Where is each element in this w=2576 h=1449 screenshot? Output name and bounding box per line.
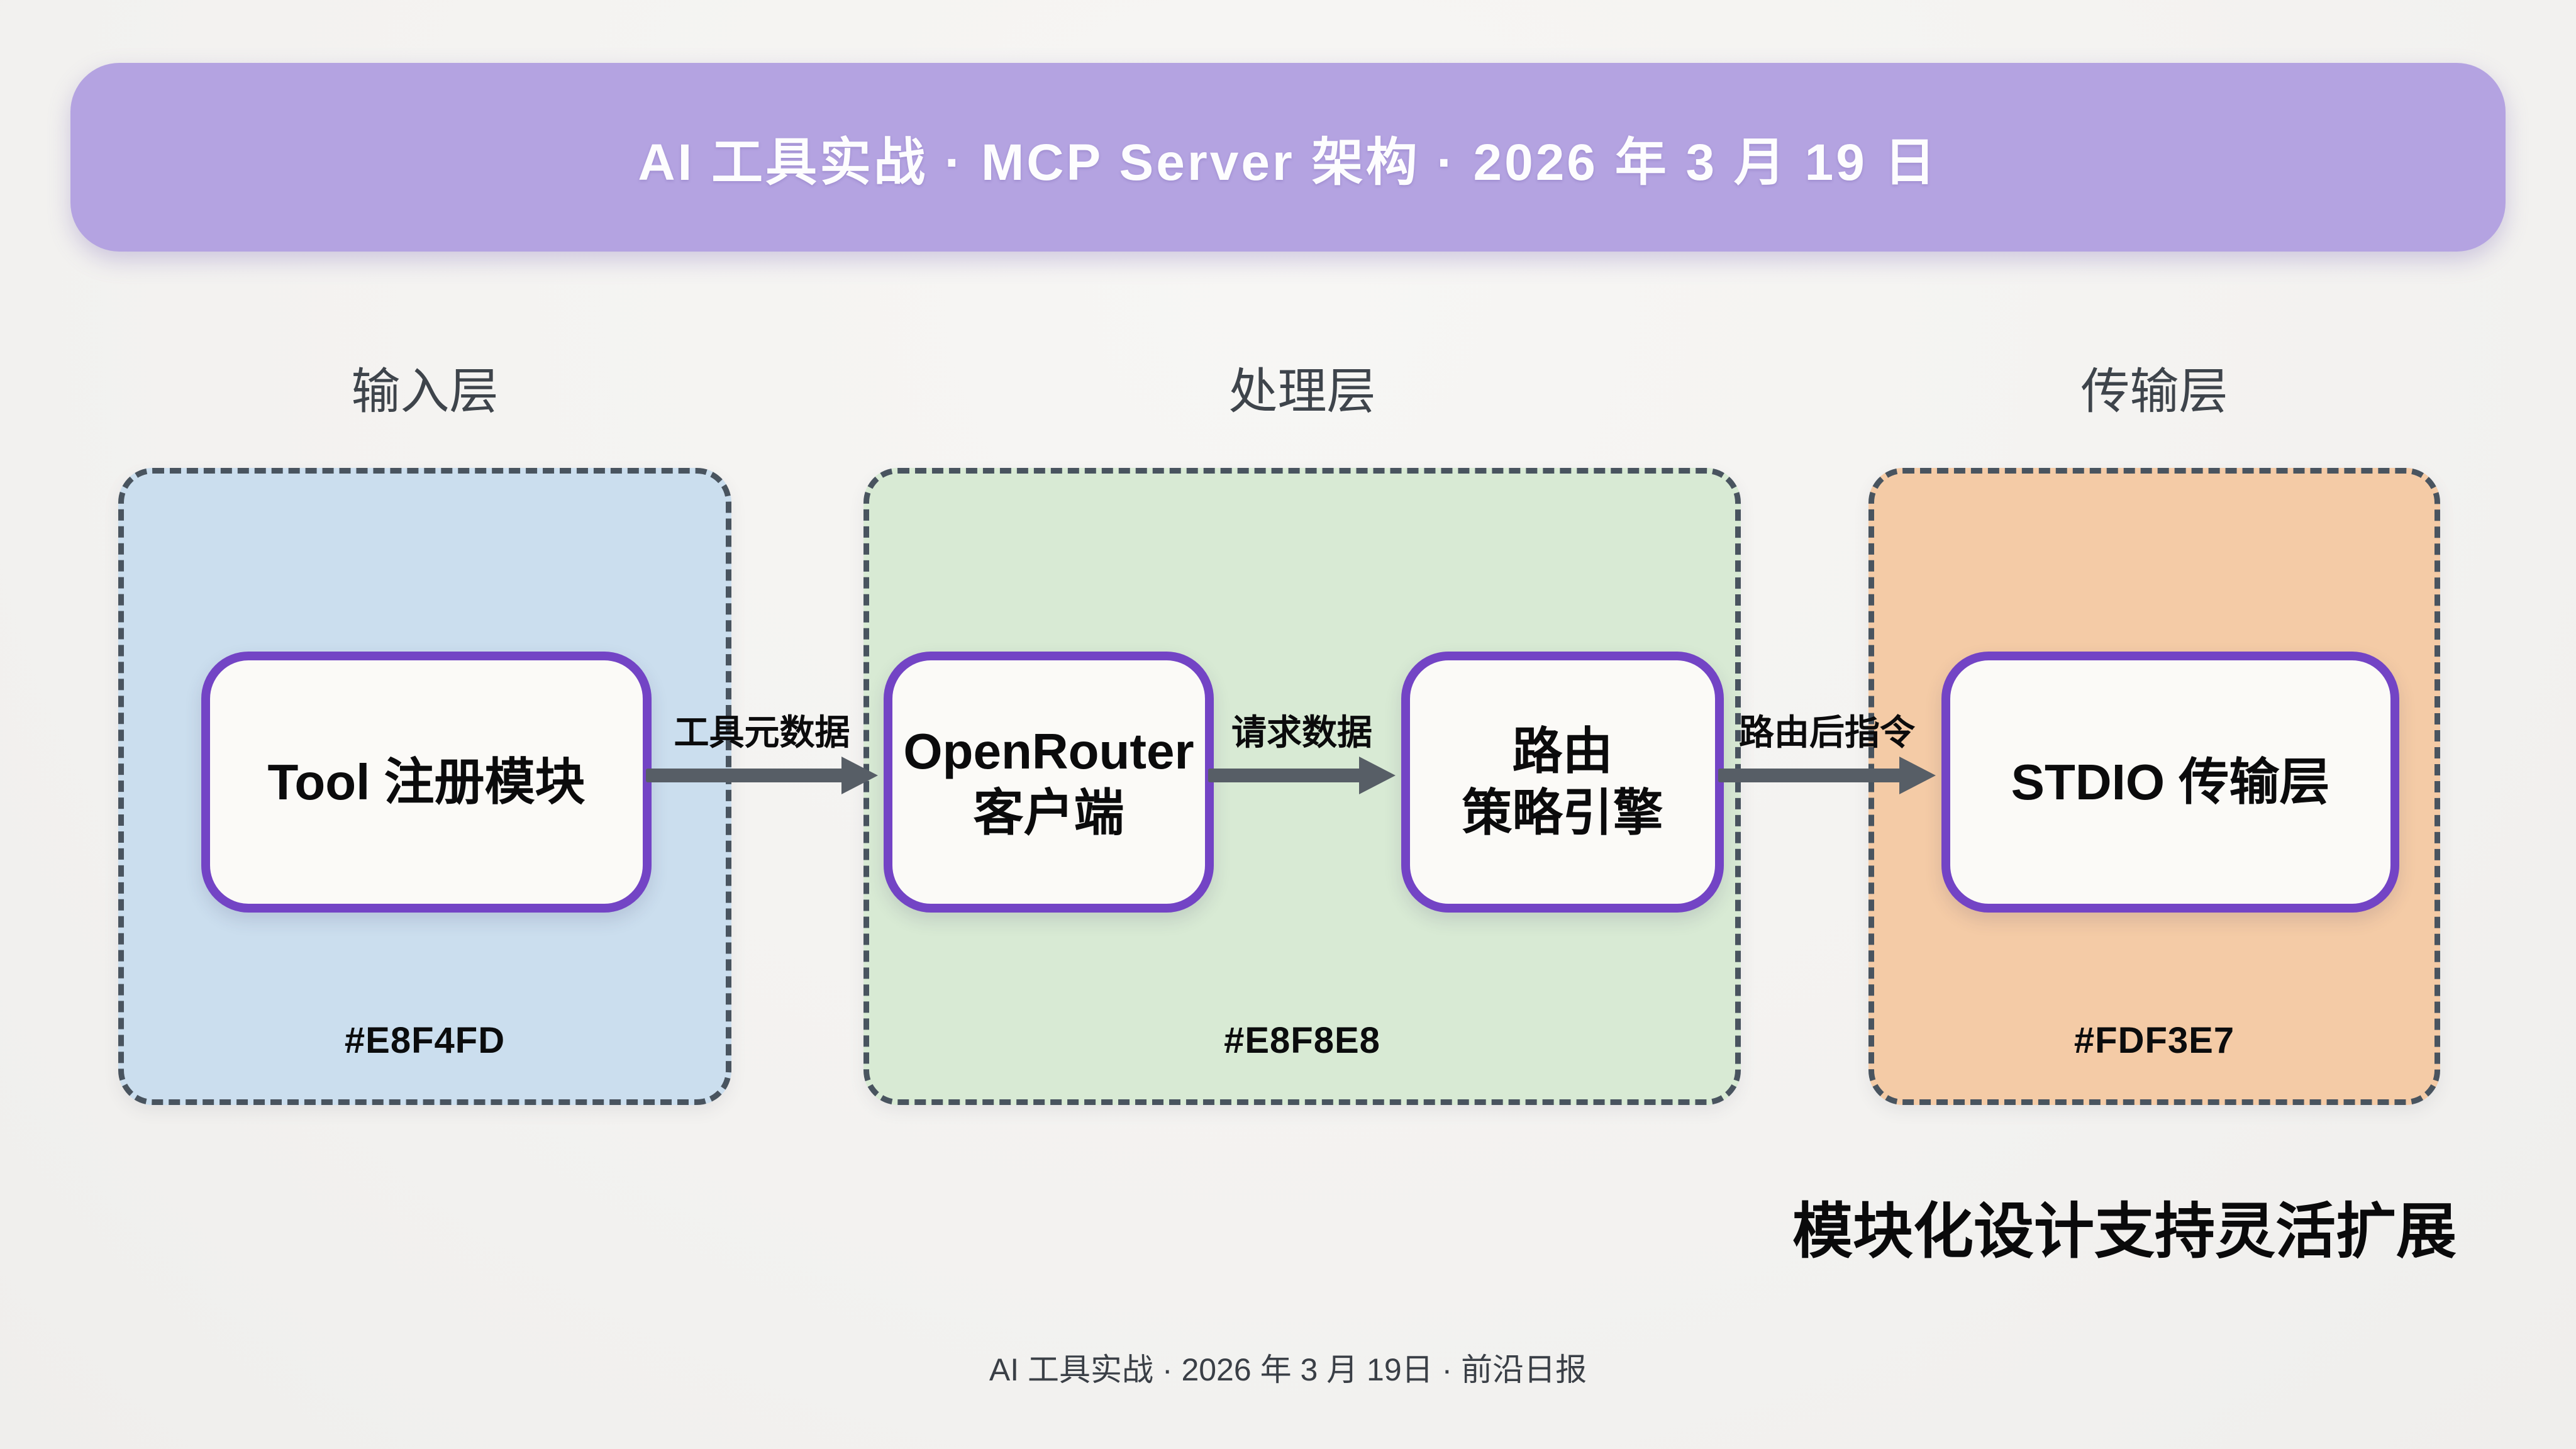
node-tool-registry-label: Tool 注册模块 — [267, 753, 586, 810]
arrow-head-icon — [841, 757, 878, 794]
arrow-tool-metadata-label: 工具元数据 — [674, 713, 850, 752]
arrow-routed-instructions: 路由后指令 — [1718, 713, 1936, 794]
arrow-shaft — [646, 769, 847, 782]
layer-label-input: 输入层 — [351, 364, 499, 419]
group-input-layer: Tool 注册模块 #E8F4FD — [118, 468, 731, 1105]
hex-label-processing: #E8F8E8 — [1224, 1020, 1380, 1061]
arrow-shaft — [1208, 769, 1364, 782]
group-transport-layer: STDIO 传输层 #FDF3E7 — [1868, 468, 2440, 1105]
hex-label-input: #E8F4FD — [344, 1020, 506, 1061]
node-routing-policy-engine-line1: 路由 — [1512, 723, 1613, 779]
node-openrouter-client: OpenRouter 客户端 — [884, 652, 1214, 913]
node-stdio-transport: STDIO 传输层 — [1941, 652, 2399, 913]
arrow-head-icon — [1359, 757, 1396, 794]
node-openrouter-client-line1: OpenRouter — [903, 723, 1194, 779]
footer-text: AI 工具实战 · 2026 年 3 月 19日 · 前沿日报 — [989, 1352, 1587, 1387]
hex-label-transport: #FDF3E7 — [2074, 1020, 2235, 1061]
node-stdio-transport-label: STDIO 传输层 — [2011, 753, 2330, 810]
banner-title: AI 工具实战 · MCP Server 架构 · 2026 年 3 月 19 … — [638, 133, 1938, 191]
layer-label-transport: 传输层 — [2080, 364, 2228, 419]
node-openrouter-client-line2: 客户端 — [973, 784, 1124, 841]
node-routing-policy-engine-line2: 策略引擎 — [1462, 784, 1663, 841]
group-processing-layer: OpenRouter 客户端 路由 策略引擎 #E8F8E8 — [863, 468, 1741, 1105]
callout-text: 模块化设计支持灵活扩展 — [1792, 1198, 2457, 1265]
arrow-routed-instructions-label: 路由后指令 — [1739, 713, 1915, 752]
title-banner: AI 工具实战 · MCP Server 架构 · 2026 年 3 月 19 … — [70, 63, 2506, 252]
arrow-tool-metadata: 工具元数据 — [646, 713, 878, 794]
arrow-request-data: 请求数据 — [1208, 713, 1396, 794]
arrow-head-icon — [1899, 757, 1936, 794]
arrow-shaft — [1718, 769, 1904, 782]
node-tool-registry: Tool 注册模块 — [201, 652, 652, 913]
arrow-request-data-label: 请求数据 — [1231, 713, 1372, 752]
node-routing-policy-engine: 路由 策略引擎 — [1401, 652, 1724, 913]
layer-label-processing: 处理层 — [1228, 364, 1376, 419]
